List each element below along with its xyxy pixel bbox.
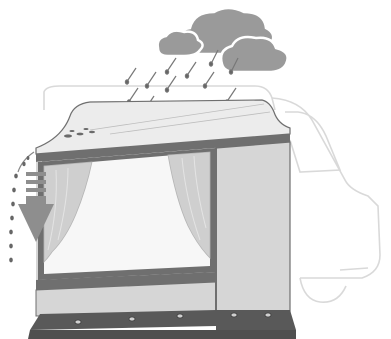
peg-icon: [74, 312, 272, 325]
awning-roof: [35, 99, 291, 155]
awning-front-panel: [35, 134, 291, 317]
raindrop-icon: [124, 49, 239, 113]
down-arrow-icon: [18, 172, 54, 242]
curtain-folds: [47, 155, 207, 251]
camper-van-outline-icon: [43, 85, 381, 303]
raindrop-icon: [9, 151, 35, 263]
cloud-icon: [156, 6, 289, 74]
ground-base: [28, 310, 296, 339]
